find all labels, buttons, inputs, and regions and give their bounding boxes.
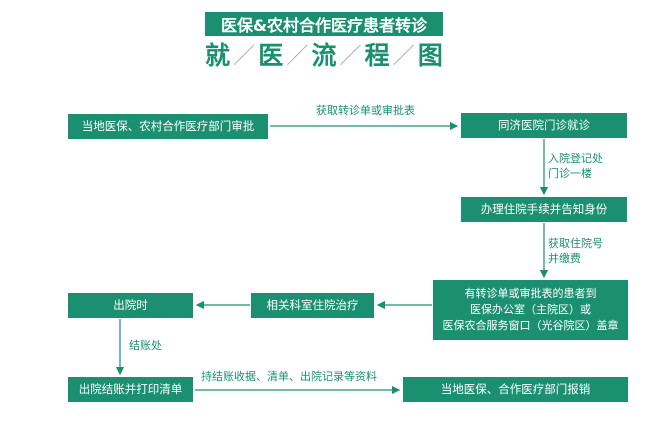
separator-slash: ／ bbox=[233, 44, 256, 69]
step-discharge: 出院时 bbox=[68, 293, 193, 318]
subtitle: 就／ 医／ 流／ 程／ 图 bbox=[205, 38, 443, 70]
label-line: 入院登记处 bbox=[548, 152, 603, 165]
label-line: 并缴费 bbox=[548, 252, 581, 265]
label-admission-number: 获取住院号 并缴费 bbox=[548, 236, 603, 266]
step-outpatient: 同济医院门诊就诊 bbox=[461, 113, 627, 138]
label-line: 门诊一楼 bbox=[548, 167, 592, 180]
subtitle-char: 就 bbox=[205, 41, 231, 70]
label-registration: 入院登记处 门诊一楼 bbox=[548, 151, 603, 181]
step-admission: 办理住院手续并告知身份 bbox=[461, 197, 627, 222]
label-cashier: 结账处 bbox=[129, 339, 162, 352]
separator-slash: ／ bbox=[339, 44, 362, 69]
subtitle-char: 图 bbox=[417, 41, 443, 70]
subtitle-char: 医 bbox=[258, 41, 284, 70]
step-stamp: 有转诊单或审批表的患者到 医保办公室（主院区）或 医保农合服务窗口（光谷院区）盖… bbox=[433, 280, 628, 340]
subtitle-char: 程 bbox=[364, 41, 390, 70]
step-inpatient-treatment: 相关科室住院治疗 bbox=[251, 293, 374, 318]
label-documents: 持结账收据、清单、出院记录等资料 bbox=[201, 370, 377, 383]
label-line: 获取住院号 bbox=[548, 237, 603, 250]
separator-slash: ／ bbox=[392, 44, 415, 69]
stamp-line: 有转诊单或审批表的患者到 bbox=[464, 287, 597, 300]
title-banner: 医保&农村合作医疗患者转诊 bbox=[205, 12, 443, 36]
subtitle-char: 流 bbox=[311, 41, 337, 70]
step-settlement: 出院结账并打印清单 bbox=[68, 377, 193, 402]
stamp-line: 医保办公室（主院区）或 bbox=[470, 303, 591, 316]
label-get-referral: 获取转诊单或审批表 bbox=[316, 104, 415, 117]
step-reimbursement: 当地医保、合作医疗部门报销 bbox=[403, 377, 628, 402]
separator-slash: ／ bbox=[286, 44, 309, 69]
step-local-approval: 当地医保、农村合作医疗部门审批 bbox=[68, 114, 268, 139]
stamp-line: 医保农合服务窗口（光谷院区）盖章 bbox=[442, 319, 619, 332]
